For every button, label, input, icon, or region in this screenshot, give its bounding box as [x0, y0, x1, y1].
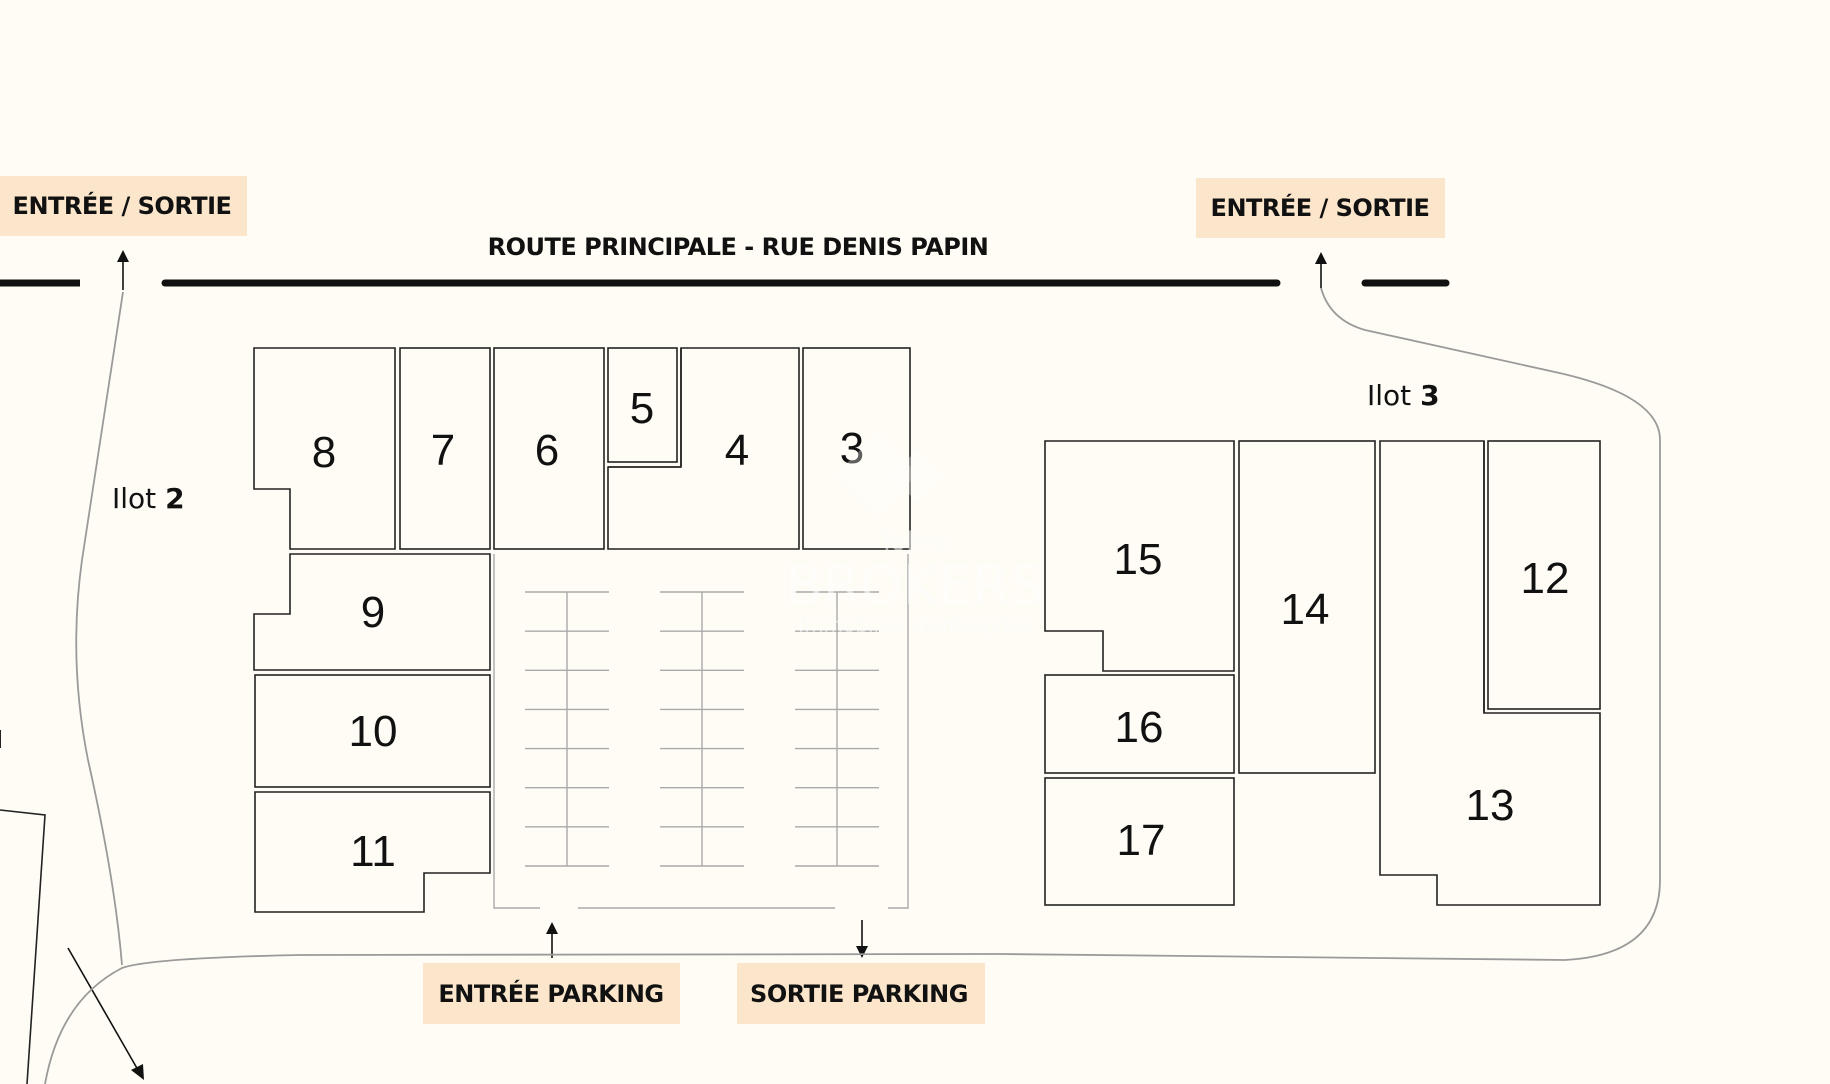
lot-16[interactable]: 16: [1044, 674, 1235, 774]
parking-entry-label: ENTRÉE PARKING: [438, 979, 663, 1008]
svg-text:15: 15: [1114, 535, 1163, 584]
arrow-icon: [546, 922, 558, 958]
ilot-3-label: Ilot 3: [1367, 379, 1440, 412]
entry-exit-left-label: ENTRÉE / SORTIE: [13, 191, 232, 220]
svg-text:4: 4: [725, 426, 749, 475]
lot-5[interactable]: 5: [607, 347, 682, 468]
svg-text:14: 14: [1281, 585, 1330, 634]
svg-text:12: 12: [1521, 554, 1570, 603]
ilot-2-label: Ilot 2: [112, 482, 185, 515]
svg-text:10: 10: [349, 707, 398, 756]
svg-text:16: 16: [1115, 703, 1164, 752]
parking-area: [493, 554, 909, 909]
lot-15[interactable]: 15: [1044, 440, 1235, 672]
svg-text:6: 6: [535, 426, 559, 475]
arrow-icon: [117, 250, 129, 290]
parking-stalls: [525, 591, 879, 867]
svg-text:5: 5: [630, 384, 654, 433]
entry-exit-right-box[interactable]: ENTRÉE / SORTIE: [1196, 178, 1445, 238]
lot-9[interactable]: 9: [253, 553, 491, 671]
svg-text:13: 13: [1466, 781, 1515, 830]
lot-14[interactable]: 14: [1238, 440, 1376, 774]
circulation-path: [44, 287, 1661, 1084]
lot-12[interactable]: 12: [1483, 440, 1601, 713]
watermark-line3: Immobilier d'entreprise: [798, 613, 1032, 637]
lot-17[interactable]: 17: [1044, 777, 1235, 906]
lot-6[interactable]: 6: [493, 347, 605, 550]
lot-10[interactable]: 10: [254, 674, 491, 788]
watermark-line1: Tollec: [878, 527, 951, 557]
svg-text:7: 7: [431, 426, 455, 475]
svg-text:17: 17: [1117, 816, 1166, 865]
svg-text:11: 11: [350, 827, 396, 876]
svg-text:9: 9: [361, 588, 385, 637]
parking-entry-box[interactable]: ENTRÉE PARKING: [423, 963, 680, 1024]
arrow-icon: [856, 920, 868, 958]
arrow-icon: [1315, 252, 1327, 288]
svg-text:8: 8: [312, 428, 336, 477]
watermark-line2: BROKERS: [786, 554, 1044, 617]
lot-4[interactable]: 4: [607, 347, 800, 550]
arrow-icon: [67, 947, 144, 1080]
entry-exit-left-box[interactable]: ENTRÉE / SORTIE: [0, 176, 247, 236]
svg-text:3: 3: [840, 424, 864, 473]
lot-8[interactable]: 8: [253, 347, 396, 550]
brand-logo-icon: [836, 433, 943, 515]
neighbor-building: [0, 730, 46, 1084]
lot-13[interactable]: 13: [1379, 440, 1601, 906]
lot-3[interactable]: 3: [802, 347, 911, 550]
watermark: Tollec BROKERS Immobilier d'entreprise: [786, 433, 1044, 637]
parking-exit-box[interactable]: SORTIE PARKING: [737, 963, 985, 1024]
lot-11[interactable]: 11: [254, 791, 491, 913]
entry-exit-right-label: ENTRÉE / SORTIE: [1211, 193, 1430, 222]
parking-exit-label: SORTIE PARKING: [750, 980, 968, 1008]
lot-7[interactable]: 7: [399, 347, 491, 550]
road-label: ROUTE PRINCIPALE - RUE DENIS PAPIN: [488, 233, 989, 261]
